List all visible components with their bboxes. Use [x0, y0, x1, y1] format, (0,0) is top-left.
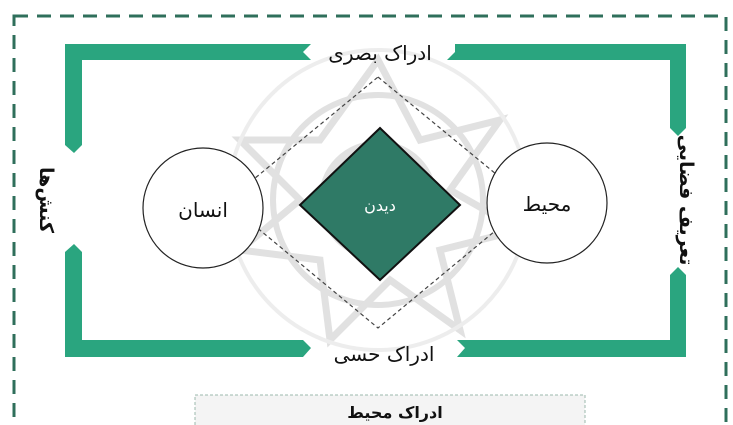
footer-label: ادراک محیط	[347, 403, 442, 422]
right-side-label: تعریف فضایی	[675, 135, 697, 266]
outer-dashed-frame	[12, 14, 728, 425]
footer-box	[194, 394, 586, 425]
environment-circle	[486, 142, 608, 264]
left-side-label: کنش‌ها	[35, 167, 57, 234]
seeing-diamond	[298, 126, 462, 282]
human-circle	[142, 147, 264, 269]
green-frame	[65, 44, 686, 357]
seeing-label: دیدن	[364, 196, 396, 215]
human-label: انسان	[178, 198, 228, 222]
dashed-diamond	[225, 76, 531, 329]
top-label: ادراک بصری	[328, 41, 432, 65]
environment-label: محیط	[523, 192, 572, 216]
bottom-label: ادراک حسی	[334, 342, 435, 366]
